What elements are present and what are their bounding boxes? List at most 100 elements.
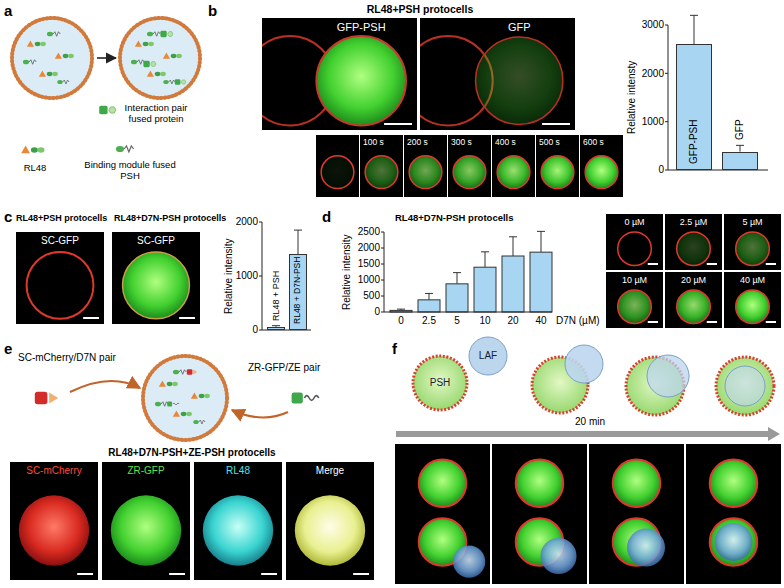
art-group xyxy=(12,15,781,584)
binding-icon xyxy=(199,420,205,424)
bar xyxy=(530,252,552,312)
protein-icon xyxy=(39,70,46,76)
panel-letter: f xyxy=(392,340,397,357)
protocell-image xyxy=(419,459,467,507)
time-arrow xyxy=(396,427,780,441)
micrograph-ground xyxy=(102,462,190,580)
protein-icon xyxy=(27,40,46,46)
scale-bar xyxy=(83,317,99,319)
micrograph-ground xyxy=(262,18,417,130)
protocell-image xyxy=(618,232,652,266)
axis-tick xyxy=(259,330,262,331)
micrograph xyxy=(316,135,359,197)
protein-icon xyxy=(176,54,182,58)
axis-title: Relative intensity xyxy=(341,234,353,310)
scale-bar xyxy=(353,573,369,575)
panel-letter: d xyxy=(322,208,331,225)
binding-icon xyxy=(57,80,69,84)
protocell-image xyxy=(203,495,273,565)
image-label: GFP-PSH xyxy=(337,21,386,34)
protein-icon xyxy=(47,72,53,76)
process-arrow xyxy=(97,57,116,59)
micrograph-tile: 300 s xyxy=(448,135,491,197)
error-bar xyxy=(429,293,430,299)
micrograph xyxy=(589,444,684,584)
pair-icon xyxy=(109,107,116,113)
scale-bar xyxy=(179,317,195,319)
micrograph xyxy=(194,462,282,580)
micrograph-tile: 40 µM xyxy=(724,272,781,328)
error-bar xyxy=(453,272,461,273)
circle-outline xyxy=(413,356,467,410)
protein-icon xyxy=(148,42,154,46)
droplet-schematic xyxy=(647,355,689,397)
binding-icon xyxy=(47,32,60,37)
micrograph-ground xyxy=(448,135,491,197)
protocell-image xyxy=(677,290,711,324)
protocell-image xyxy=(613,459,661,507)
binding-icon xyxy=(193,420,198,424)
axis-line xyxy=(668,25,669,170)
protocell-image xyxy=(295,495,365,565)
binding-icon xyxy=(137,60,144,65)
pair-icon xyxy=(99,106,107,114)
micrograph xyxy=(102,462,190,580)
scale-bar xyxy=(766,321,776,323)
pair-icon xyxy=(99,106,116,114)
pair-label: SC-mCherry/D7N pair xyxy=(18,352,116,364)
error-bar xyxy=(541,231,542,252)
protocell-image xyxy=(540,538,576,574)
micrograph-tile: 20 µM xyxy=(665,272,722,328)
image-label: RL48 xyxy=(226,465,250,477)
axis-title: D7N (µM) xyxy=(556,315,600,327)
micrograph-ground xyxy=(536,135,579,197)
tick-label: 1500 xyxy=(358,258,380,270)
image-label: ZR-GFP xyxy=(127,465,164,477)
shape-label: LAF xyxy=(479,350,497,362)
binding-icon xyxy=(53,32,60,37)
droplet-schematic xyxy=(725,366,765,406)
micrograph xyxy=(395,444,490,584)
pair-icon xyxy=(292,392,303,403)
binding-icon xyxy=(57,80,62,84)
pair-icon xyxy=(167,402,179,407)
tick-label: 1000 xyxy=(236,270,258,282)
tick-label: 40 xyxy=(535,315,546,327)
binding-icon xyxy=(131,60,144,65)
protocell-image xyxy=(365,156,398,189)
tick-label: 2000 xyxy=(642,68,664,80)
protocell-image xyxy=(27,252,94,319)
bar: GFP-PSH xyxy=(676,44,712,170)
micrograph-tile: 400 s xyxy=(492,135,535,197)
binding-icon xyxy=(155,402,168,407)
scale-bar xyxy=(261,573,277,575)
binding-arrow xyxy=(70,381,140,392)
micrograph-tile: 10 µM xyxy=(606,272,663,328)
protocell-image xyxy=(736,232,770,266)
image-label: 400 s xyxy=(495,138,516,148)
protocell-image xyxy=(453,545,485,577)
binding-icon xyxy=(131,60,137,65)
micrograph-tile: 5 µM xyxy=(724,214,781,270)
micrograph-ground xyxy=(606,214,663,270)
micrograph-tile: Merge xyxy=(286,462,374,580)
binding-icon xyxy=(63,80,69,84)
axis-title: Relative intensty xyxy=(626,60,638,133)
error-bar xyxy=(481,251,489,252)
protocell-image xyxy=(677,232,711,266)
micrograph-tile: SC-mCherry xyxy=(10,462,98,580)
pair-icon xyxy=(167,402,172,407)
pair-icon xyxy=(143,61,149,67)
tick-label: 0 xyxy=(252,324,258,336)
tick-label: 0 xyxy=(658,164,664,176)
image-label: 600 s xyxy=(583,138,604,148)
protocell-image xyxy=(618,290,652,324)
tick-label: 500 xyxy=(363,290,380,302)
protein-icon xyxy=(159,380,178,386)
axis-tick xyxy=(381,280,384,281)
legend-note: Interaction pair fused protein xyxy=(113,103,199,125)
time-label: 20 min xyxy=(575,416,605,428)
bar: RL48 + PSH xyxy=(267,327,285,330)
micrograph-ground xyxy=(580,135,623,197)
protein-icon xyxy=(167,382,173,386)
